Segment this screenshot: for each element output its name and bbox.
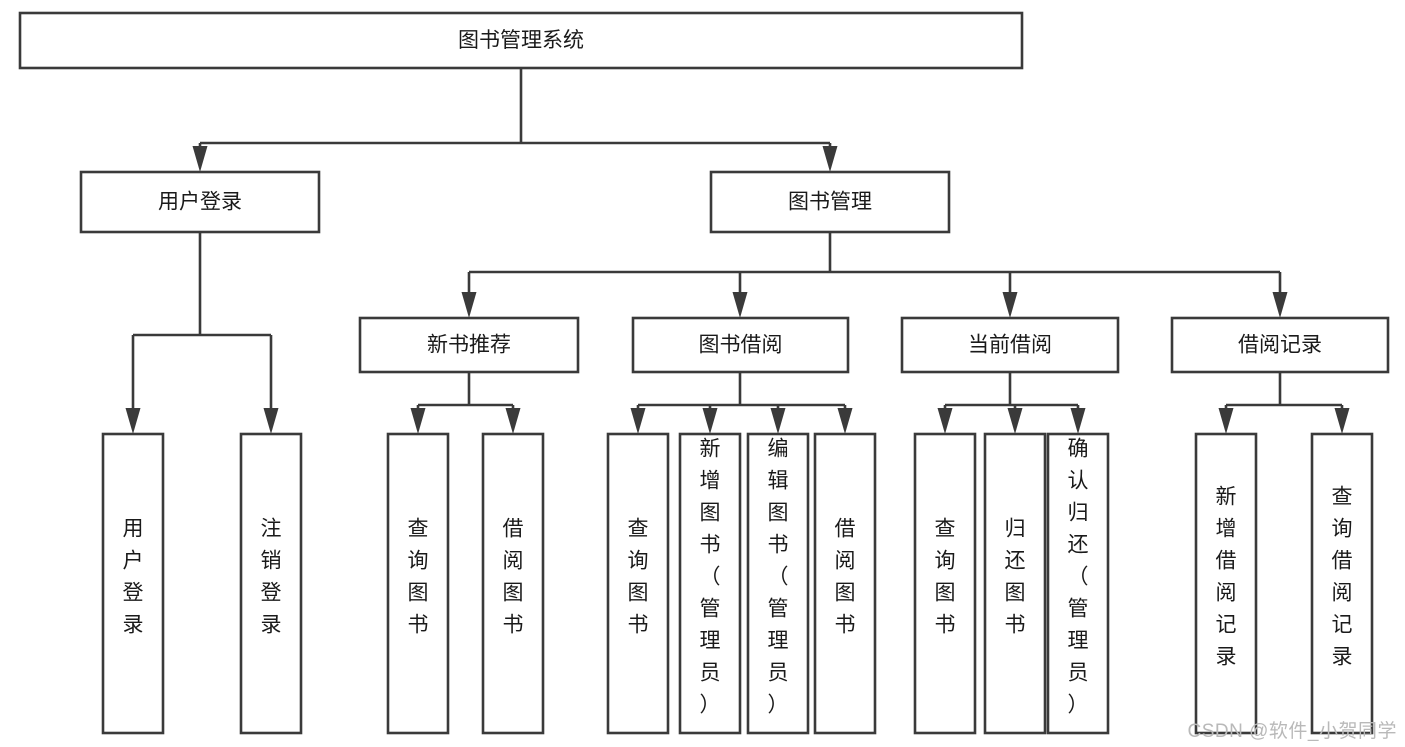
node-label: 确认归还（管理员） bbox=[1068, 438, 1089, 717]
node-box[interactable] bbox=[79, 170, 321, 234]
node-box[interactable] bbox=[1194, 432, 1258, 735]
node-leaf-add-record[interactable]: 新增借阅记录 bbox=[1194, 432, 1258, 735]
arrow-head-icon bbox=[505, 408, 521, 434]
node-leaf-borrow-book-2[interactable]: 借阅图书 bbox=[813, 432, 877, 735]
node-label: 新书推荐 bbox=[427, 334, 511, 357]
arrow-head-icon bbox=[770, 408, 786, 434]
edge-group-borrow-record-to-leaves bbox=[1218, 372, 1350, 434]
node-box[interactable] bbox=[1046, 432, 1110, 735]
node-leaf-borrow-book-1[interactable]: 借阅图书 bbox=[481, 432, 545, 735]
node-leaf-query-book-1[interactable]: 查询图书 bbox=[386, 432, 450, 735]
node-label: 注销登录 bbox=[261, 518, 282, 637]
node-user-login[interactable]: 用户登录 bbox=[79, 170, 321, 234]
node-borrow-record[interactable]: 借阅记录 bbox=[1170, 316, 1390, 374]
arrow-head-icon bbox=[263, 408, 279, 434]
arrow-head-icon bbox=[1334, 408, 1350, 434]
node-box[interactable] bbox=[678, 432, 742, 735]
arrow-head-icon bbox=[837, 408, 853, 434]
arrow-head-icon bbox=[125, 408, 141, 434]
arrow-head-icon bbox=[702, 408, 718, 434]
node-label: 查询图书 bbox=[628, 518, 649, 637]
node-label: 图书管理 bbox=[788, 191, 872, 214]
node-label: 借阅图书 bbox=[503, 518, 524, 637]
arrow-head-icon bbox=[1218, 408, 1234, 434]
edge-group-book-management-to-level2 bbox=[461, 232, 1288, 318]
node-root[interactable]: 图书管理系统 bbox=[18, 11, 1024, 70]
node-box[interactable] bbox=[900, 316, 1120, 374]
edge-group-root-to-level1 bbox=[192, 68, 838, 172]
node-label: 用户登录 bbox=[123, 518, 144, 637]
arrow-head-icon bbox=[732, 292, 748, 318]
node-box[interactable] bbox=[983, 432, 1047, 735]
node-label: 新增借阅记录 bbox=[1216, 486, 1237, 669]
arrow-head-icon bbox=[410, 408, 426, 434]
edge-group-new-book-recommend-to-leaves bbox=[410, 372, 521, 434]
edge-group-user-login-to-leaves bbox=[125, 232, 279, 434]
arrow-head-icon bbox=[1070, 408, 1086, 434]
arrow-head-icon bbox=[630, 408, 646, 434]
node-leaf-logout[interactable]: 注销登录 bbox=[239, 432, 303, 735]
arrow-head-icon bbox=[192, 146, 208, 172]
node-label: 用户登录 bbox=[158, 191, 242, 214]
node-label: 借阅图书 bbox=[835, 518, 856, 637]
nodes-layer: 图书管理系统用户登录图书管理新书推荐图书借阅当前借阅借阅记录用户登录注销登录查询… bbox=[18, 11, 1390, 735]
arrow-head-icon bbox=[1272, 292, 1288, 318]
arrow-head-icon bbox=[822, 146, 838, 172]
node-leaf-edit-book[interactable]: 编辑图书（管理员） bbox=[746, 432, 810, 735]
node-leaf-user-login[interactable]: 用户登录 bbox=[101, 432, 165, 735]
edges-layer bbox=[125, 68, 1350, 434]
node-box[interactable] bbox=[606, 432, 670, 735]
node-box[interactable] bbox=[746, 432, 810, 735]
arrow-head-icon bbox=[1007, 408, 1023, 434]
node-box[interactable] bbox=[1310, 432, 1374, 735]
node-box[interactable] bbox=[813, 432, 877, 735]
node-box[interactable] bbox=[101, 432, 165, 735]
edge-group-current-borrow-to-leaves bbox=[937, 372, 1086, 434]
node-label: 图书借阅 bbox=[699, 334, 783, 357]
node-leaf-query-record[interactable]: 查询借阅记录 bbox=[1310, 432, 1374, 735]
watermark-text: CSDN @软件_小贺同学 bbox=[1187, 721, 1397, 742]
node-box[interactable] bbox=[358, 316, 580, 374]
node-box[interactable] bbox=[709, 170, 951, 234]
node-box[interactable] bbox=[239, 432, 303, 735]
node-box[interactable] bbox=[913, 432, 977, 735]
node-leaf-confirm-return[interactable]: 确认归还（管理员） bbox=[1046, 432, 1110, 735]
node-book-borrow[interactable]: 图书借阅 bbox=[631, 316, 850, 374]
node-label: 编辑图书（管理员） bbox=[768, 438, 789, 717]
node-box[interactable] bbox=[481, 432, 545, 735]
node-box[interactable] bbox=[386, 432, 450, 735]
node-leaf-return-book[interactable]: 归还图书 bbox=[983, 432, 1047, 735]
node-new-book-recommend[interactable]: 新书推荐 bbox=[358, 316, 580, 374]
arrow-head-icon bbox=[461, 292, 477, 318]
node-current-borrow[interactable]: 当前借阅 bbox=[900, 316, 1120, 374]
node-book-management[interactable]: 图书管理 bbox=[709, 170, 951, 234]
node-label: 查询图书 bbox=[408, 518, 429, 637]
node-label: 图书管理系统 bbox=[458, 29, 584, 52]
node-label: 借阅记录 bbox=[1238, 334, 1322, 357]
node-label: 新增图书（管理员） bbox=[700, 438, 721, 717]
node-label: 查询图书 bbox=[935, 518, 956, 637]
node-label: 当前借阅 bbox=[968, 334, 1052, 357]
arrow-head-icon bbox=[1002, 292, 1018, 318]
node-label: 查询借阅记录 bbox=[1332, 486, 1353, 669]
node-box[interactable] bbox=[1170, 316, 1390, 374]
node-box[interactable] bbox=[18, 11, 1024, 70]
node-leaf-query-book-3[interactable]: 查询图书 bbox=[913, 432, 977, 735]
node-leaf-add-book[interactable]: 新增图书（管理员） bbox=[678, 432, 742, 735]
node-leaf-query-book-2[interactable]: 查询图书 bbox=[606, 432, 670, 735]
node-box[interactable] bbox=[631, 316, 850, 374]
edge-group-book-borrow-to-leaves bbox=[630, 372, 853, 434]
arrow-head-icon bbox=[937, 408, 953, 434]
node-label: 归还图书 bbox=[1005, 518, 1026, 637]
